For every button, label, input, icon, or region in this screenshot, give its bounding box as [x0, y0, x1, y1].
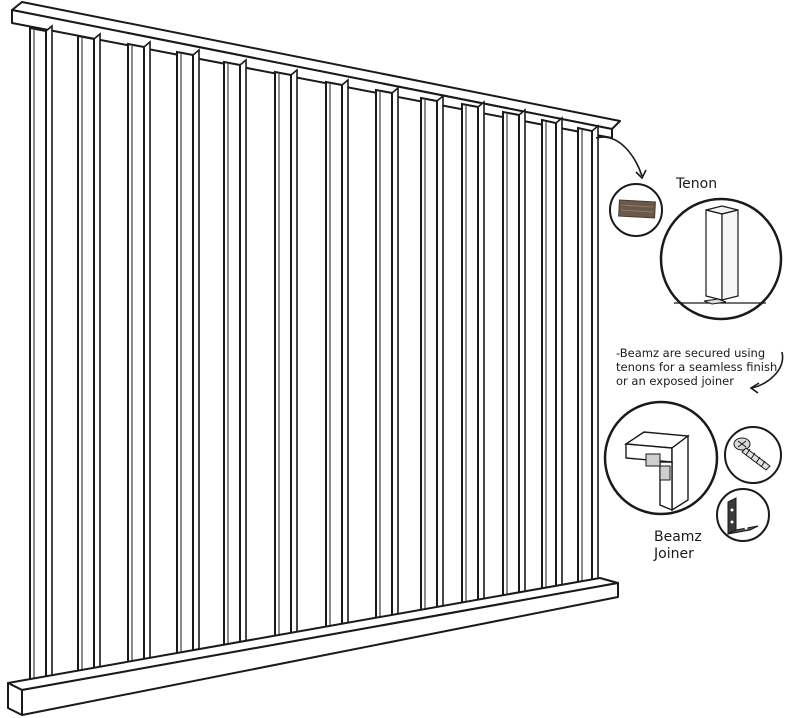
top-rail	[11, 1, 621, 139]
bottom-rail	[7, 577, 619, 716]
fence-slat	[577, 124, 599, 599]
fence-slats	[29, 24, 599, 694]
tenon-wood-icon	[609, 183, 663, 237]
tenon-label: Tenon	[676, 176, 718, 192]
fence-slat	[29, 24, 53, 694]
fence-slat	[375, 86, 399, 633]
fence-slat	[502, 108, 526, 611]
fence-slat	[127, 40, 151, 676]
bracket-icon	[716, 488, 770, 542]
fence-slat	[420, 94, 444, 625]
joiner-label-line-1: Beamz	[654, 529, 702, 545]
fence-slat	[325, 78, 349, 642]
tenon-post-icon	[659, 197, 783, 321]
note-line-1: -Beamz are secured using	[616, 346, 766, 360]
note-line-3: or an exposed joiner	[616, 374, 734, 388]
beamz-joiner-label: Beamz Joiner	[654, 529, 702, 563]
joiner-label-line-2: Joiner	[654, 546, 694, 562]
fence-slat	[541, 116, 563, 605]
note-line-2: tenons for a seamless finish	[616, 360, 778, 374]
joiner-corner-icon	[603, 400, 719, 516]
fence-slat	[77, 32, 101, 685]
securing-note: -Beamz are secured using tenons for a se…	[616, 346, 800, 388]
fence-slat	[223, 58, 247, 659]
fence-slat	[461, 100, 485, 618]
screw-icon	[724, 426, 782, 484]
fence-slat	[176, 48, 200, 667]
note-arrow-icon	[749, 351, 784, 394]
curved-arrow-icon	[595, 136, 647, 180]
fence-slat	[274, 68, 298, 650]
